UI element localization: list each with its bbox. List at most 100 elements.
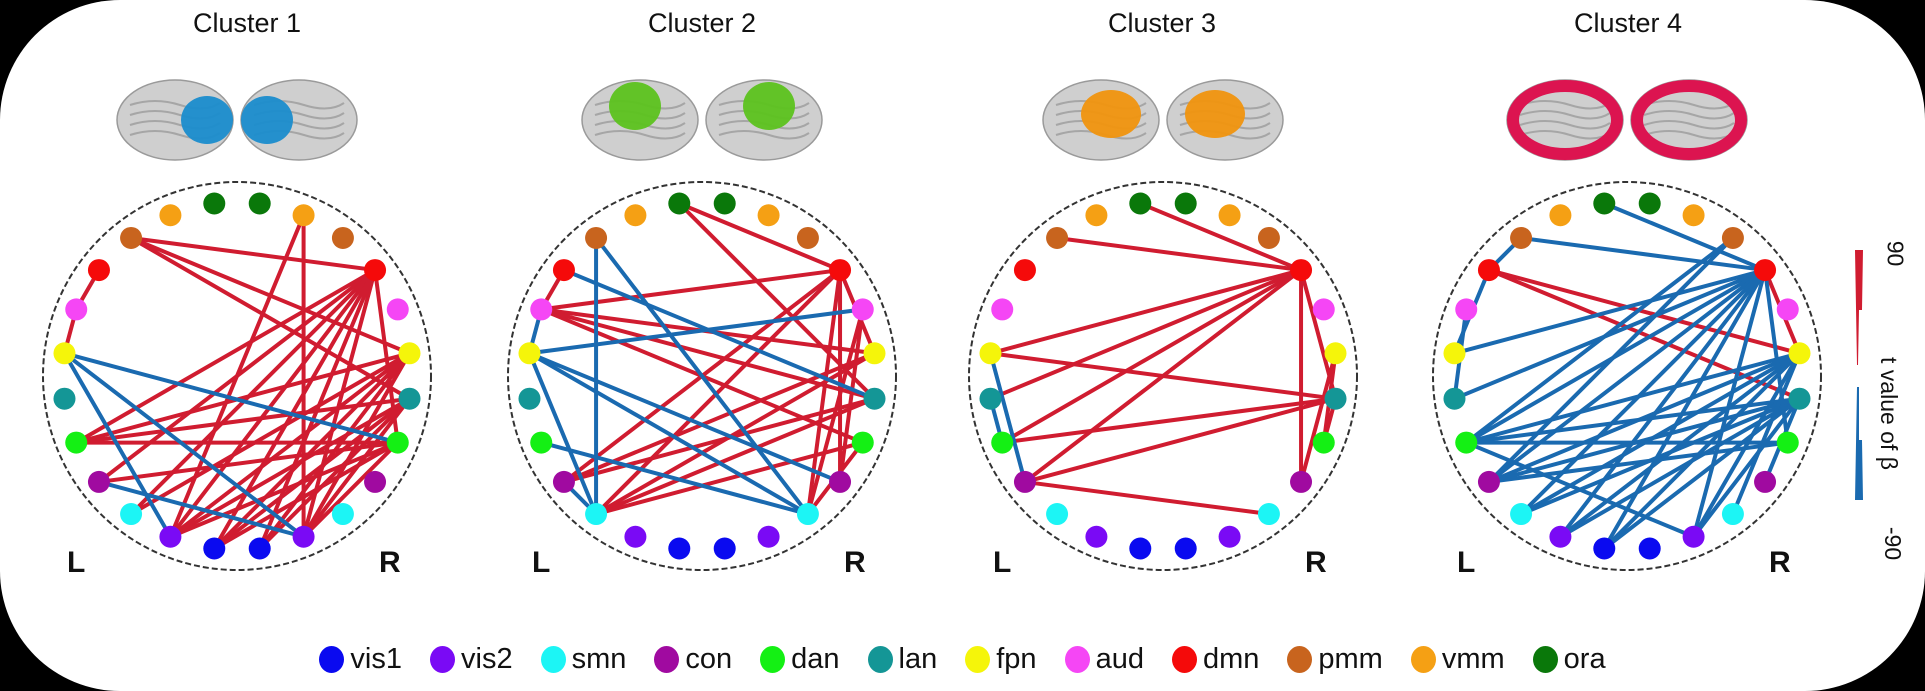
positive-edge bbox=[301, 440, 400, 539]
circle-boundary bbox=[1432, 181, 1822, 571]
positive-edge bbox=[1138, 201, 1304, 273]
node-l-smn bbox=[1510, 503, 1533, 526]
node-l-vmm bbox=[1549, 204, 1572, 227]
positive-edge bbox=[168, 440, 400, 539]
positive-edge bbox=[1055, 235, 1304, 273]
node-r-vis2 bbox=[1682, 525, 1705, 548]
legend-item-smn: smn bbox=[540, 643, 627, 676]
edge-group bbox=[1452, 201, 1802, 551]
negative-edge bbox=[1452, 268, 1768, 356]
hemisphere-label-right: R bbox=[1305, 546, 1327, 579]
node-l-smn bbox=[1046, 503, 1069, 526]
node-l-lan bbox=[979, 387, 1002, 410]
legend-dot-icon bbox=[1171, 646, 1197, 673]
edge-group bbox=[527, 201, 877, 517]
node-l-vis1 bbox=[668, 537, 691, 560]
node-r-vis1 bbox=[1174, 537, 1197, 560]
node-r-aud bbox=[386, 298, 409, 321]
positive-edge bbox=[212, 351, 412, 551]
negative-edge bbox=[539, 440, 810, 517]
legend-label: dmn bbox=[1202, 643, 1260, 675]
brain-sulcus bbox=[1643, 100, 1735, 110]
node-l-dmn bbox=[552, 259, 575, 282]
negative-edge bbox=[1558, 351, 1802, 539]
negative-edge bbox=[1602, 396, 1802, 551]
positive-edge bbox=[168, 351, 412, 539]
colorbar-positive bbox=[1855, 250, 1863, 365]
negative-edge bbox=[527, 351, 843, 484]
cluster-title-1: Cluster 1 bbox=[192, 8, 302, 38]
node-r-dmn bbox=[829, 259, 852, 282]
negative-edge bbox=[1486, 268, 1768, 484]
negative-edge bbox=[62, 351, 306, 539]
brain-sulcus bbox=[1179, 130, 1271, 140]
positive-edge bbox=[988, 268, 1304, 401]
node-r-dmn bbox=[1290, 259, 1313, 282]
node-l-fpn bbox=[979, 342, 1002, 365]
brain-surface-pair bbox=[581, 79, 823, 161]
node-r-pmm bbox=[331, 226, 354, 249]
node-l-pmm bbox=[120, 226, 143, 249]
node-r-con bbox=[1754, 470, 1777, 493]
node-l-aud bbox=[991, 298, 1014, 321]
node-r-smn bbox=[1257, 503, 1280, 526]
node-r-dmn bbox=[364, 259, 387, 282]
legend-dot-icon bbox=[1064, 646, 1090, 673]
brain-highlight-region bbox=[1631, 80, 1747, 160]
node-l-dan bbox=[991, 431, 1014, 454]
legend-item-vmm: vmm bbox=[1410, 643, 1505, 676]
negative-edge bbox=[1464, 351, 1802, 445]
colorbar-max-label: 90 bbox=[1882, 240, 1909, 267]
node-l-vis2 bbox=[1549, 525, 1572, 548]
node-l-smn bbox=[585, 503, 608, 526]
node-l-dan bbox=[1455, 431, 1478, 454]
legend-dot-icon bbox=[540, 646, 566, 673]
node-r-fpn bbox=[863, 342, 886, 365]
node-l-vis2 bbox=[624, 525, 647, 548]
brain-sulcus bbox=[594, 130, 686, 140]
hemisphere-label-right: R bbox=[844, 546, 866, 579]
node-r-dan bbox=[1776, 431, 1799, 454]
node-l-dmn bbox=[87, 259, 110, 282]
negative-edge bbox=[62, 351, 400, 445]
node-l-pmm bbox=[1046, 226, 1069, 249]
node-l-fpn bbox=[53, 342, 76, 365]
node-r-vmm bbox=[1682, 204, 1705, 227]
positive-edge bbox=[74, 396, 412, 445]
positive-edge bbox=[1022, 396, 1338, 484]
circle-boundary bbox=[507, 181, 897, 571]
positive-edge bbox=[168, 268, 378, 539]
positive-edge bbox=[988, 268, 1304, 356]
node-r-ora bbox=[1174, 192, 1197, 215]
node-l-vis1 bbox=[203, 537, 226, 560]
node-l-fpn bbox=[518, 342, 541, 365]
node-r-con bbox=[829, 470, 852, 493]
node-l-con bbox=[552, 470, 575, 493]
edge-group bbox=[988, 201, 1338, 517]
legend-item-pmm: pmm bbox=[1287, 643, 1383, 676]
brain-surface-pair bbox=[1506, 79, 1748, 161]
negative-edge bbox=[1519, 351, 1802, 517]
negative-edge bbox=[1602, 268, 1768, 551]
node-r-smn bbox=[1721, 503, 1744, 526]
node-l-dmn bbox=[1477, 259, 1500, 282]
node-l-vis2 bbox=[159, 525, 182, 548]
negative-edge bbox=[1602, 351, 1802, 551]
node-l-con bbox=[1013, 470, 1036, 493]
node-l-smn bbox=[120, 503, 143, 526]
legend-label: dan bbox=[791, 643, 840, 675]
brain-surface-pair bbox=[1042, 79, 1284, 161]
negative-edge bbox=[1486, 351, 1802, 484]
cluster-title-3: Cluster 3 bbox=[1107, 8, 1217, 38]
positive-edge bbox=[677, 201, 843, 273]
legend-dot-icon bbox=[1410, 646, 1436, 673]
legend-label: smn bbox=[571, 643, 627, 675]
positive-edge bbox=[561, 396, 877, 484]
brain-highlight-region bbox=[1507, 80, 1623, 160]
node-r-vis1 bbox=[248, 537, 271, 560]
negative-edge bbox=[561, 268, 877, 401]
node-r-aud bbox=[1776, 298, 1799, 321]
node-l-pmm bbox=[1510, 226, 1533, 249]
